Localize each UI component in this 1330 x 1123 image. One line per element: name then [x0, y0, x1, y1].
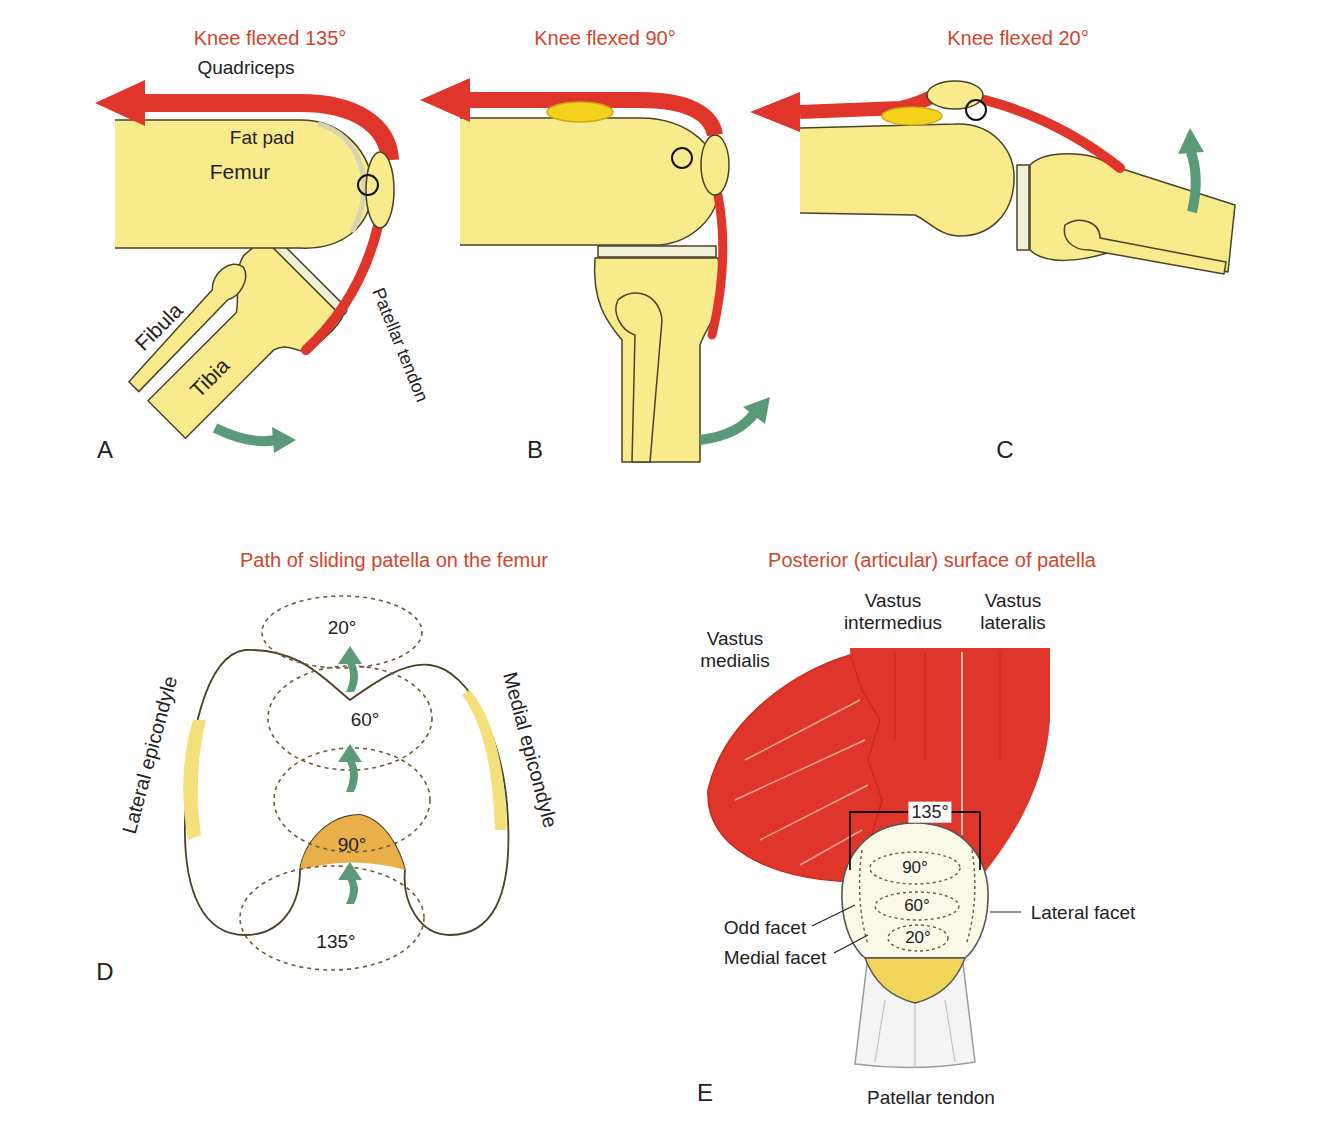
path-arrows — [338, 646, 362, 664]
panel-heading: Posterior (articular) surface of patella — [768, 549, 1096, 572]
epicondyle-shade — [183, 720, 206, 840]
bone-label: Lateral epicondyle — [118, 674, 182, 837]
patellar-tendon — [712, 195, 723, 335]
vastus-medialis-muscle — [708, 655, 882, 882]
tibia-bone — [595, 258, 722, 462]
motion-arrow — [1191, 152, 1196, 212]
panel-e — [708, 648, 1050, 1068]
patellar-tendon — [306, 226, 378, 350]
panel-letter: B — [527, 436, 543, 464]
meniscus — [598, 246, 716, 257]
femur-bone — [115, 120, 372, 248]
epicondyle-shade — [462, 690, 507, 830]
path-arrows — [338, 862, 362, 880]
patella — [701, 135, 729, 195]
patellar-tendon — [855, 955, 975, 1068]
panel-a — [95, 80, 394, 458]
panel-b — [420, 78, 770, 462]
path-arrows — [346, 662, 358, 692]
fat-pad — [882, 107, 942, 125]
part-label: Fat pad — [230, 127, 294, 149]
panel-heading: Knee flexed 90° — [534, 27, 675, 50]
angle-label: 90° — [902, 858, 928, 878]
tendon-label: Patellar tendon — [368, 285, 433, 405]
motion-arrow — [215, 428, 275, 441]
motion-arrow — [272, 427, 296, 453]
muscle-fibers — [735, 700, 868, 865]
patella — [927, 81, 983, 109]
patella-apex — [865, 958, 965, 1003]
panel-letter: A — [97, 436, 113, 464]
motion-arrow — [743, 397, 770, 424]
panel-c — [750, 81, 1235, 274]
contact-marker — [966, 100, 986, 120]
facet-outlines — [870, 852, 960, 884]
angle-label: 90° — [338, 834, 367, 856]
fibula-bone — [1064, 220, 1226, 274]
fibula-bone — [119, 257, 254, 392]
angle-label: 135° — [908, 802, 951, 823]
patella-positions — [240, 596, 432, 970]
patella — [366, 152, 394, 228]
muscle-label: Vastus medialis — [685, 628, 785, 672]
quadriceps-muscle — [470, 100, 715, 135]
angle-label: 60° — [904, 896, 930, 916]
femur-outline — [185, 650, 509, 935]
path-arrows — [338, 646, 362, 904]
force-arrow — [95, 80, 145, 126]
facet-outlines — [966, 850, 975, 945]
contact-marker — [358, 175, 378, 195]
facet-label: Odd facet — [724, 917, 806, 939]
tendon-label: Patellar tendon — [867, 1087, 995, 1109]
fat-pad — [547, 102, 613, 122]
femur-bone — [800, 124, 1014, 236]
patellar-tendon — [985, 100, 1120, 168]
panel-heading: Path of sliding patella on the femur — [240, 549, 548, 572]
angle-label: 60° — [351, 709, 380, 731]
panel-heading: Knee flexed 20° — [947, 27, 1088, 50]
facet-outlines — [860, 850, 975, 951]
muscle-fibers — [895, 652, 1000, 760]
muscle-label: Vastus lateralis — [968, 590, 1058, 634]
meniscus — [1017, 165, 1029, 250]
force-arrow — [420, 78, 470, 122]
quadriceps-muscle — [140, 103, 390, 160]
bone-label: Femur — [210, 160, 271, 184]
motion-arrow — [700, 412, 755, 440]
path-arrows — [346, 878, 358, 904]
muscle-label: Quadriceps — [197, 57, 294, 79]
bone-label: Tibia — [186, 354, 235, 403]
facet-outlines — [888, 925, 948, 951]
contact-marker — [672, 148, 692, 168]
facet-label: Medial facet — [724, 947, 826, 969]
fibula-bone — [616, 293, 662, 462]
patella-positions — [240, 866, 424, 970]
panel-letter: D — [96, 958, 113, 986]
bone-label: Medial epicondyle — [498, 670, 562, 831]
panel-letter: C — [996, 436, 1013, 464]
trochlear-groove — [300, 815, 405, 870]
panel-d — [183, 596, 508, 970]
patella-positions — [262, 596, 422, 668]
angle-label: 135° — [316, 931, 355, 953]
angle-label: 20° — [905, 928, 931, 948]
panel-heading: Knee flexed 135° — [194, 27, 347, 50]
panel-letter: E — [697, 1079, 713, 1107]
path-arrows — [338, 744, 362, 762]
facet-label: Lateral facet — [1031, 902, 1136, 924]
motion-arrow — [1178, 128, 1204, 154]
force-arrow — [750, 92, 800, 132]
tendon-fibers — [875, 1000, 955, 1068]
femur-bone — [460, 118, 720, 245]
cartilage — [318, 124, 364, 232]
angle-label: 20° — [328, 617, 357, 639]
path-arrows — [346, 760, 358, 792]
bone-label: Fibula — [130, 298, 188, 356]
muscle-label: Vastus intermedius — [833, 590, 953, 634]
muscle-separator — [961, 652, 963, 835]
facet-outlines — [875, 892, 959, 920]
facet-outlines — [860, 850, 868, 945]
